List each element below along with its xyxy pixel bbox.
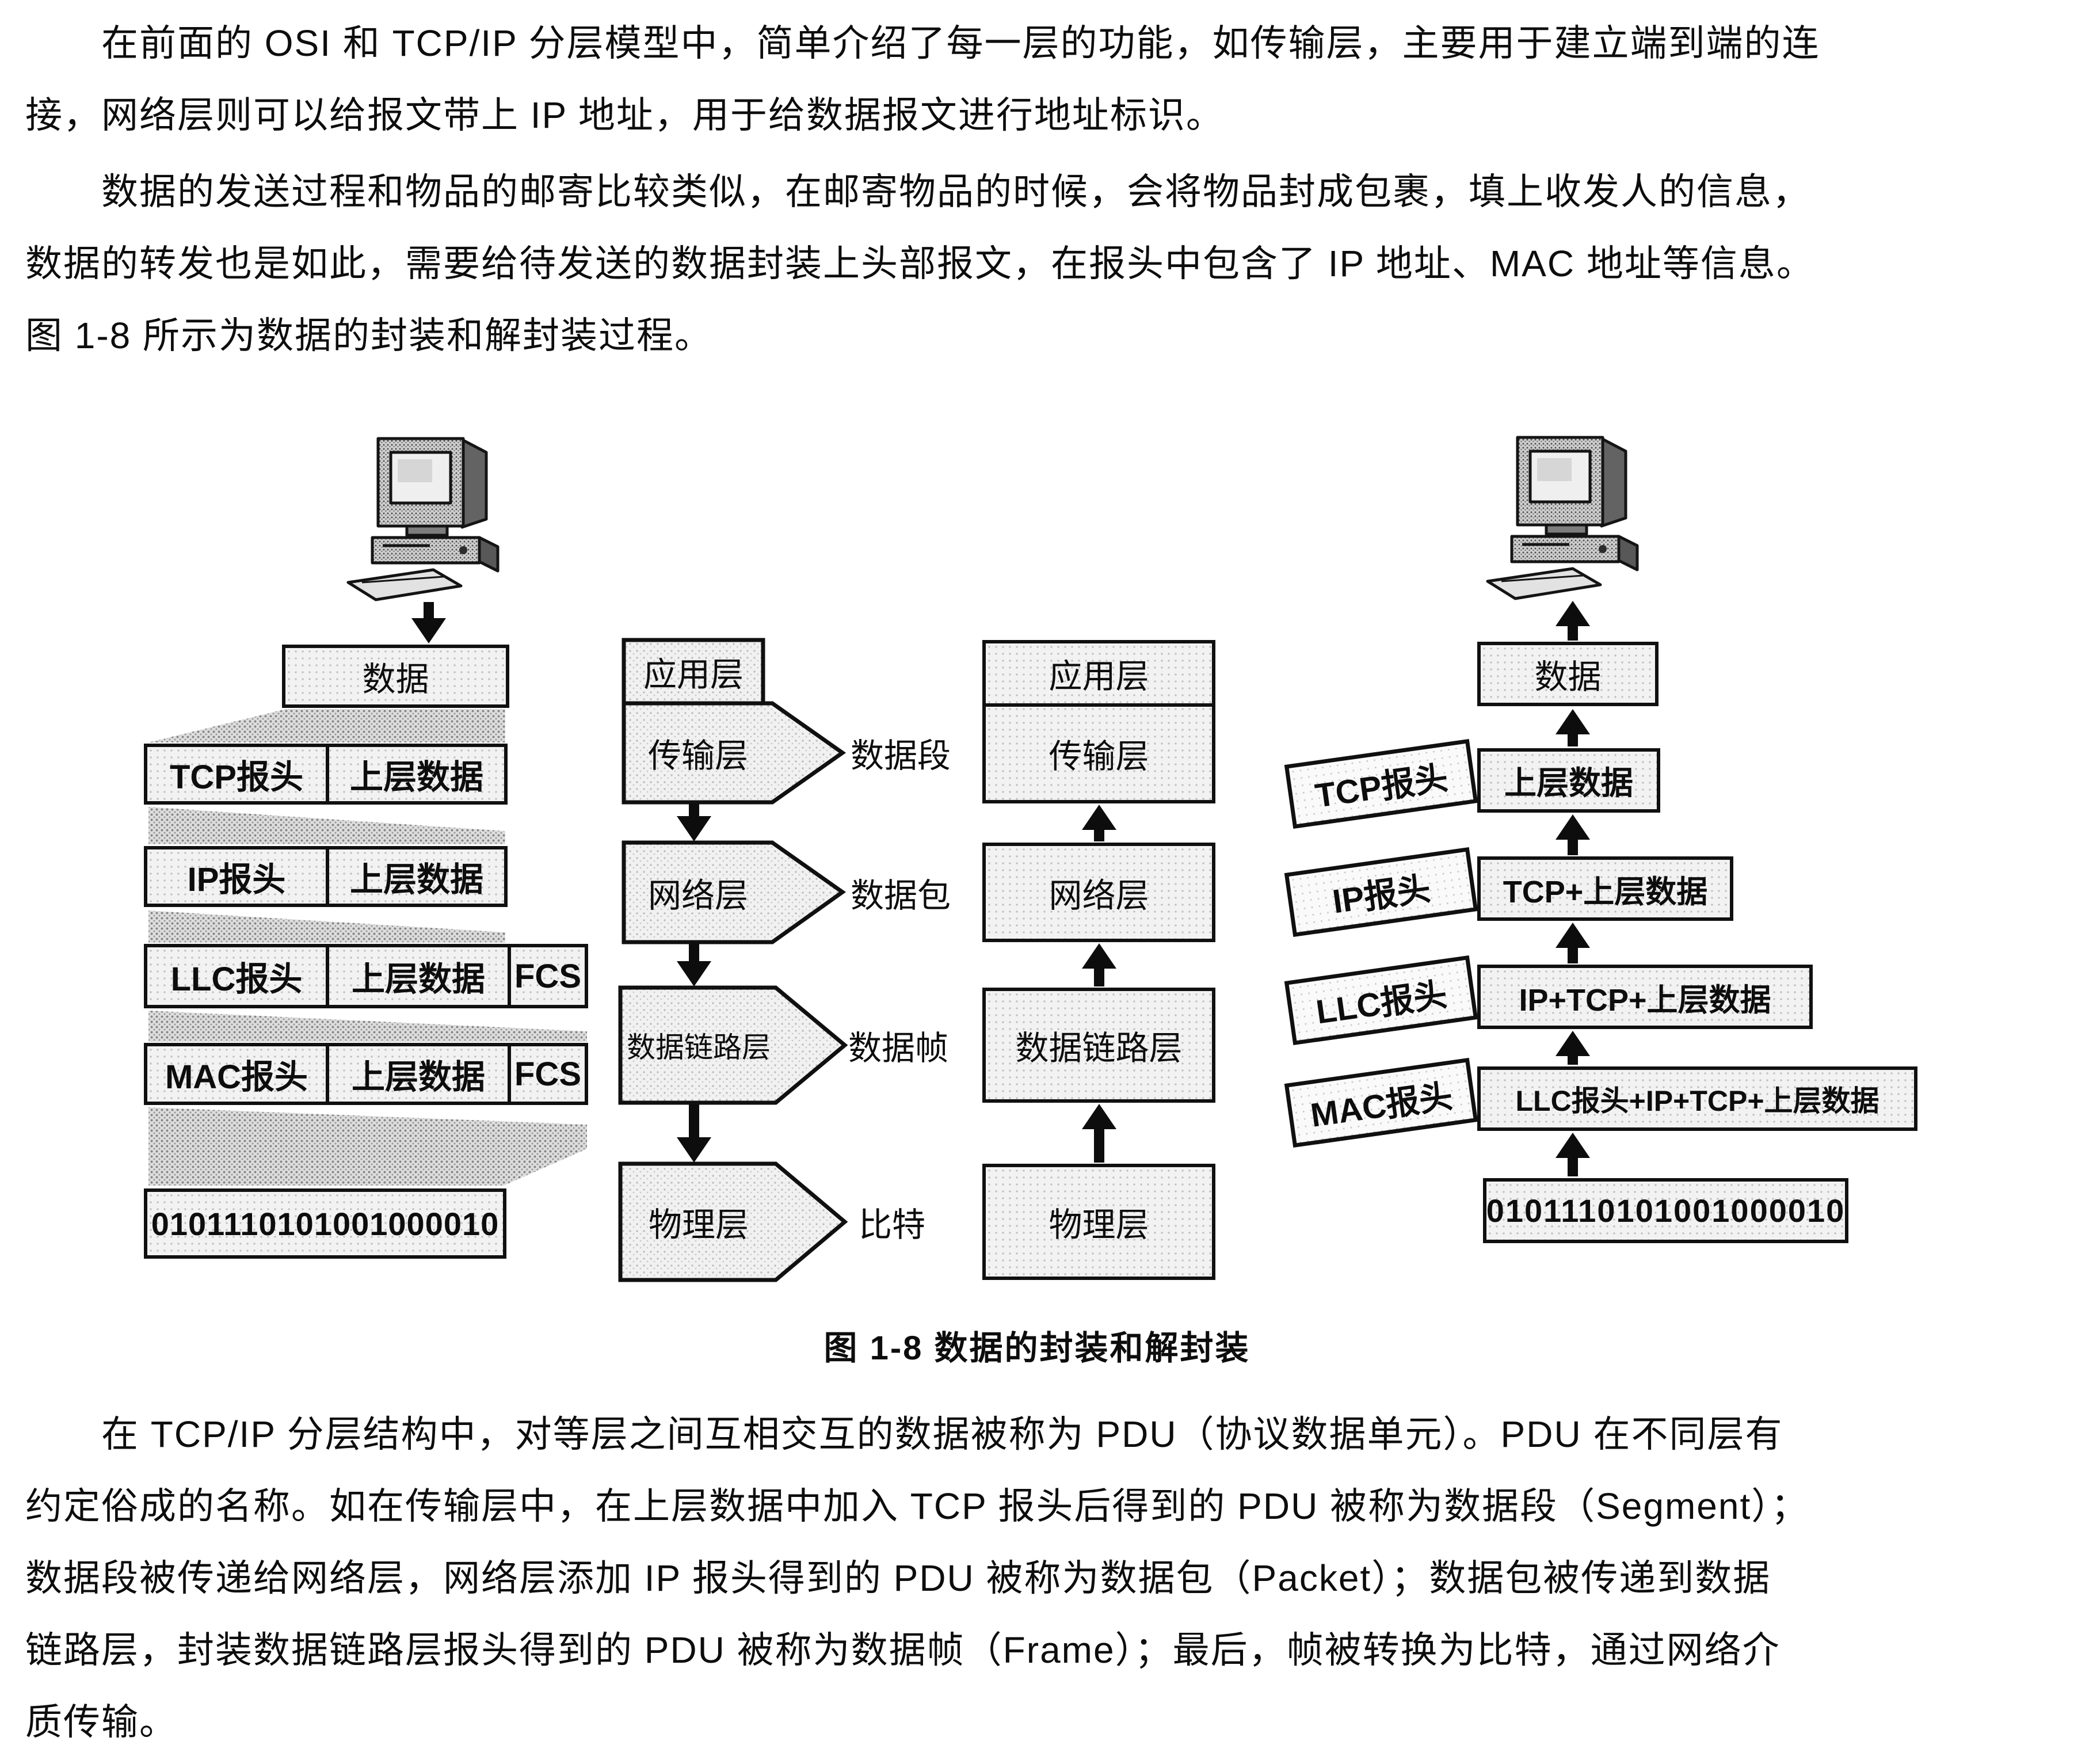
receiver-data-label: 数据 [1534, 658, 1602, 696]
up-arrow-icon [1556, 923, 1590, 963]
receiver-data-box: 数据 [1477, 642, 1659, 706]
paragraph-line: 图 1-8 所示为数据的封装和解封装过程。 [25, 315, 713, 356]
send-layer-physical: 物理层 [648, 1206, 749, 1244]
paragraph-line: 约定俗成的名称。如在传输层中，在上层数据中加入 TCP 报头后得到的 PDU 被… [25, 1485, 1809, 1527]
down-arrow-icon [677, 1104, 711, 1163]
receiver-llc-header-box: LLC报头 [1284, 955, 1478, 1046]
receiver-tcp-header-box: TCP报头 [1284, 738, 1478, 829]
payload-cell: 上层数据 [326, 747, 504, 801]
up-arrow-icon [1556, 814, 1590, 855]
send-stack-shapes [618, 638, 848, 1282]
paragraph-line: 数据段被传递给网络层，网络层添加 IP 报头得到的 PDU 被称为数据包（Pac… [25, 1557, 1771, 1599]
ip-header-cell: IP报头 [187, 861, 286, 898]
payload-cell: 上层数据 [326, 1046, 508, 1102]
figure-caption: 图 1-8 数据的封装和解封装 [824, 1329, 1250, 1367]
up-arrow-icon [1082, 1104, 1116, 1163]
sender-row-tcp: TCP报头 上层数据 [144, 744, 508, 805]
fcs-cell: FCS [508, 947, 585, 1005]
send-layer-datalink: 数据链路层 [627, 1031, 771, 1064]
receive-layer-network: 网络层 [982, 843, 1215, 942]
receiver-ip-header-box: IP报头 [1284, 847, 1478, 938]
paragraph-line: 在 TCP/IP 分层结构中，对等层之间互相交互的数据被称为 PDU（协议数据单… [101, 1414, 1783, 1455]
up-arrow-icon [1082, 805, 1116, 841]
up-arrow-icon [1556, 709, 1590, 746]
down-arrow-icon [677, 803, 711, 841]
pdu-label-packet: 数据包 [851, 877, 951, 915]
mac-header-cell: MAC报头 [165, 1058, 308, 1096]
pdu-label-bit: 比特 [859, 1206, 926, 1244]
layer-label: 物理层 [1049, 1206, 1149, 1244]
receiver-bitstream-box: 0101110101001000010 [1483, 1178, 1848, 1243]
encapsulation-shading [148, 709, 587, 1186]
receive-stack-top-box: 应用层 传输层 [982, 640, 1215, 803]
send-layer-network: 网络层 [647, 877, 748, 915]
receiver-row-mac-payload: LLC报头+IP+TCP+上层数据 [1477, 1066, 1917, 1131]
pdu-label-segment: 数据段 [851, 737, 951, 775]
receive-layer-physical: 物理层 [982, 1164, 1215, 1280]
paragraph-line: 链路层，封装数据链路层报头得到的 PDU 被称为数据帧（Frame）；最后，帧被… [25, 1629, 1781, 1671]
receive-layer-transport: 传输层 [986, 703, 1212, 800]
up-arrow-icon [1556, 1133, 1590, 1176]
flow-arrows [411, 601, 1590, 1176]
down-arrow-icon [411, 602, 446, 643]
sender-data-box: 数据 [282, 645, 509, 708]
sender-row-llc: LLC报头 上层数据 FCS [144, 944, 588, 1008]
paragraph-line: 数据的转发也是如此，需要给待发送的数据封装上头部报文，在报头中包含了 IP 地址… [25, 243, 1814, 284]
receive-layer-datalink: 数据链路层 [982, 988, 1215, 1103]
sender-row-ip: IP报头 上层数据 [144, 846, 508, 907]
paragraph-line: 在前面的 OSI 和 TCP/IP 分层模型中，简单介绍了每一层的功能，如传输层… [101, 22, 1820, 64]
send-layer-transport: 传输层 [647, 737, 748, 775]
receiver-row-llc-payload: IP+TCP+上层数据 [1477, 965, 1813, 1029]
fcs-cell: FCS [508, 1046, 585, 1102]
pdu-label-frame: 数据帧 [848, 1030, 949, 1067]
paragraph-line: 数据的发送过程和物品的邮寄比较类似，在邮寄物品的时候，会将物品封成包裹，填上收发… [101, 171, 1810, 212]
tcp-header-cell: TCP报头 [169, 759, 303, 796]
receiver-row-ip-payload: TCP+上层数据 [1477, 856, 1733, 921]
receive-layer-application: 应用层 [1049, 658, 1149, 695]
receiver-row-tcp-payload: 上层数据 [1477, 748, 1660, 813]
layer-label: 数据链路层 [1015, 1030, 1183, 1067]
sender-bitstream-box: 0101110101001000010 [144, 1188, 506, 1259]
paragraph-line: 质传输。 [25, 1701, 177, 1743]
sender-data-label: 数据 [362, 661, 429, 698]
payload-cell: 上层数据 [326, 947, 508, 1005]
up-arrow-icon [1556, 1031, 1590, 1065]
up-arrow-icon [1082, 943, 1116, 986]
send-layer-application: 应用层 [643, 656, 744, 694]
sender-row-mac: MAC报头 上层数据 FCS [144, 1043, 588, 1105]
llc-header-cell: LLC报头 [170, 961, 303, 998]
receiver-mac-header-box: MAC报头 [1284, 1057, 1478, 1148]
paragraph-line: 接，网络层则可以给报文带上 IP 地址，用于给数据报文进行地址标识。 [25, 94, 1224, 136]
layer-label: 网络层 [1049, 877, 1149, 915]
down-arrow-icon [677, 943, 711, 986]
payload-cell: 上层数据 [326, 849, 504, 904]
up-arrow-icon [1556, 601, 1590, 641]
